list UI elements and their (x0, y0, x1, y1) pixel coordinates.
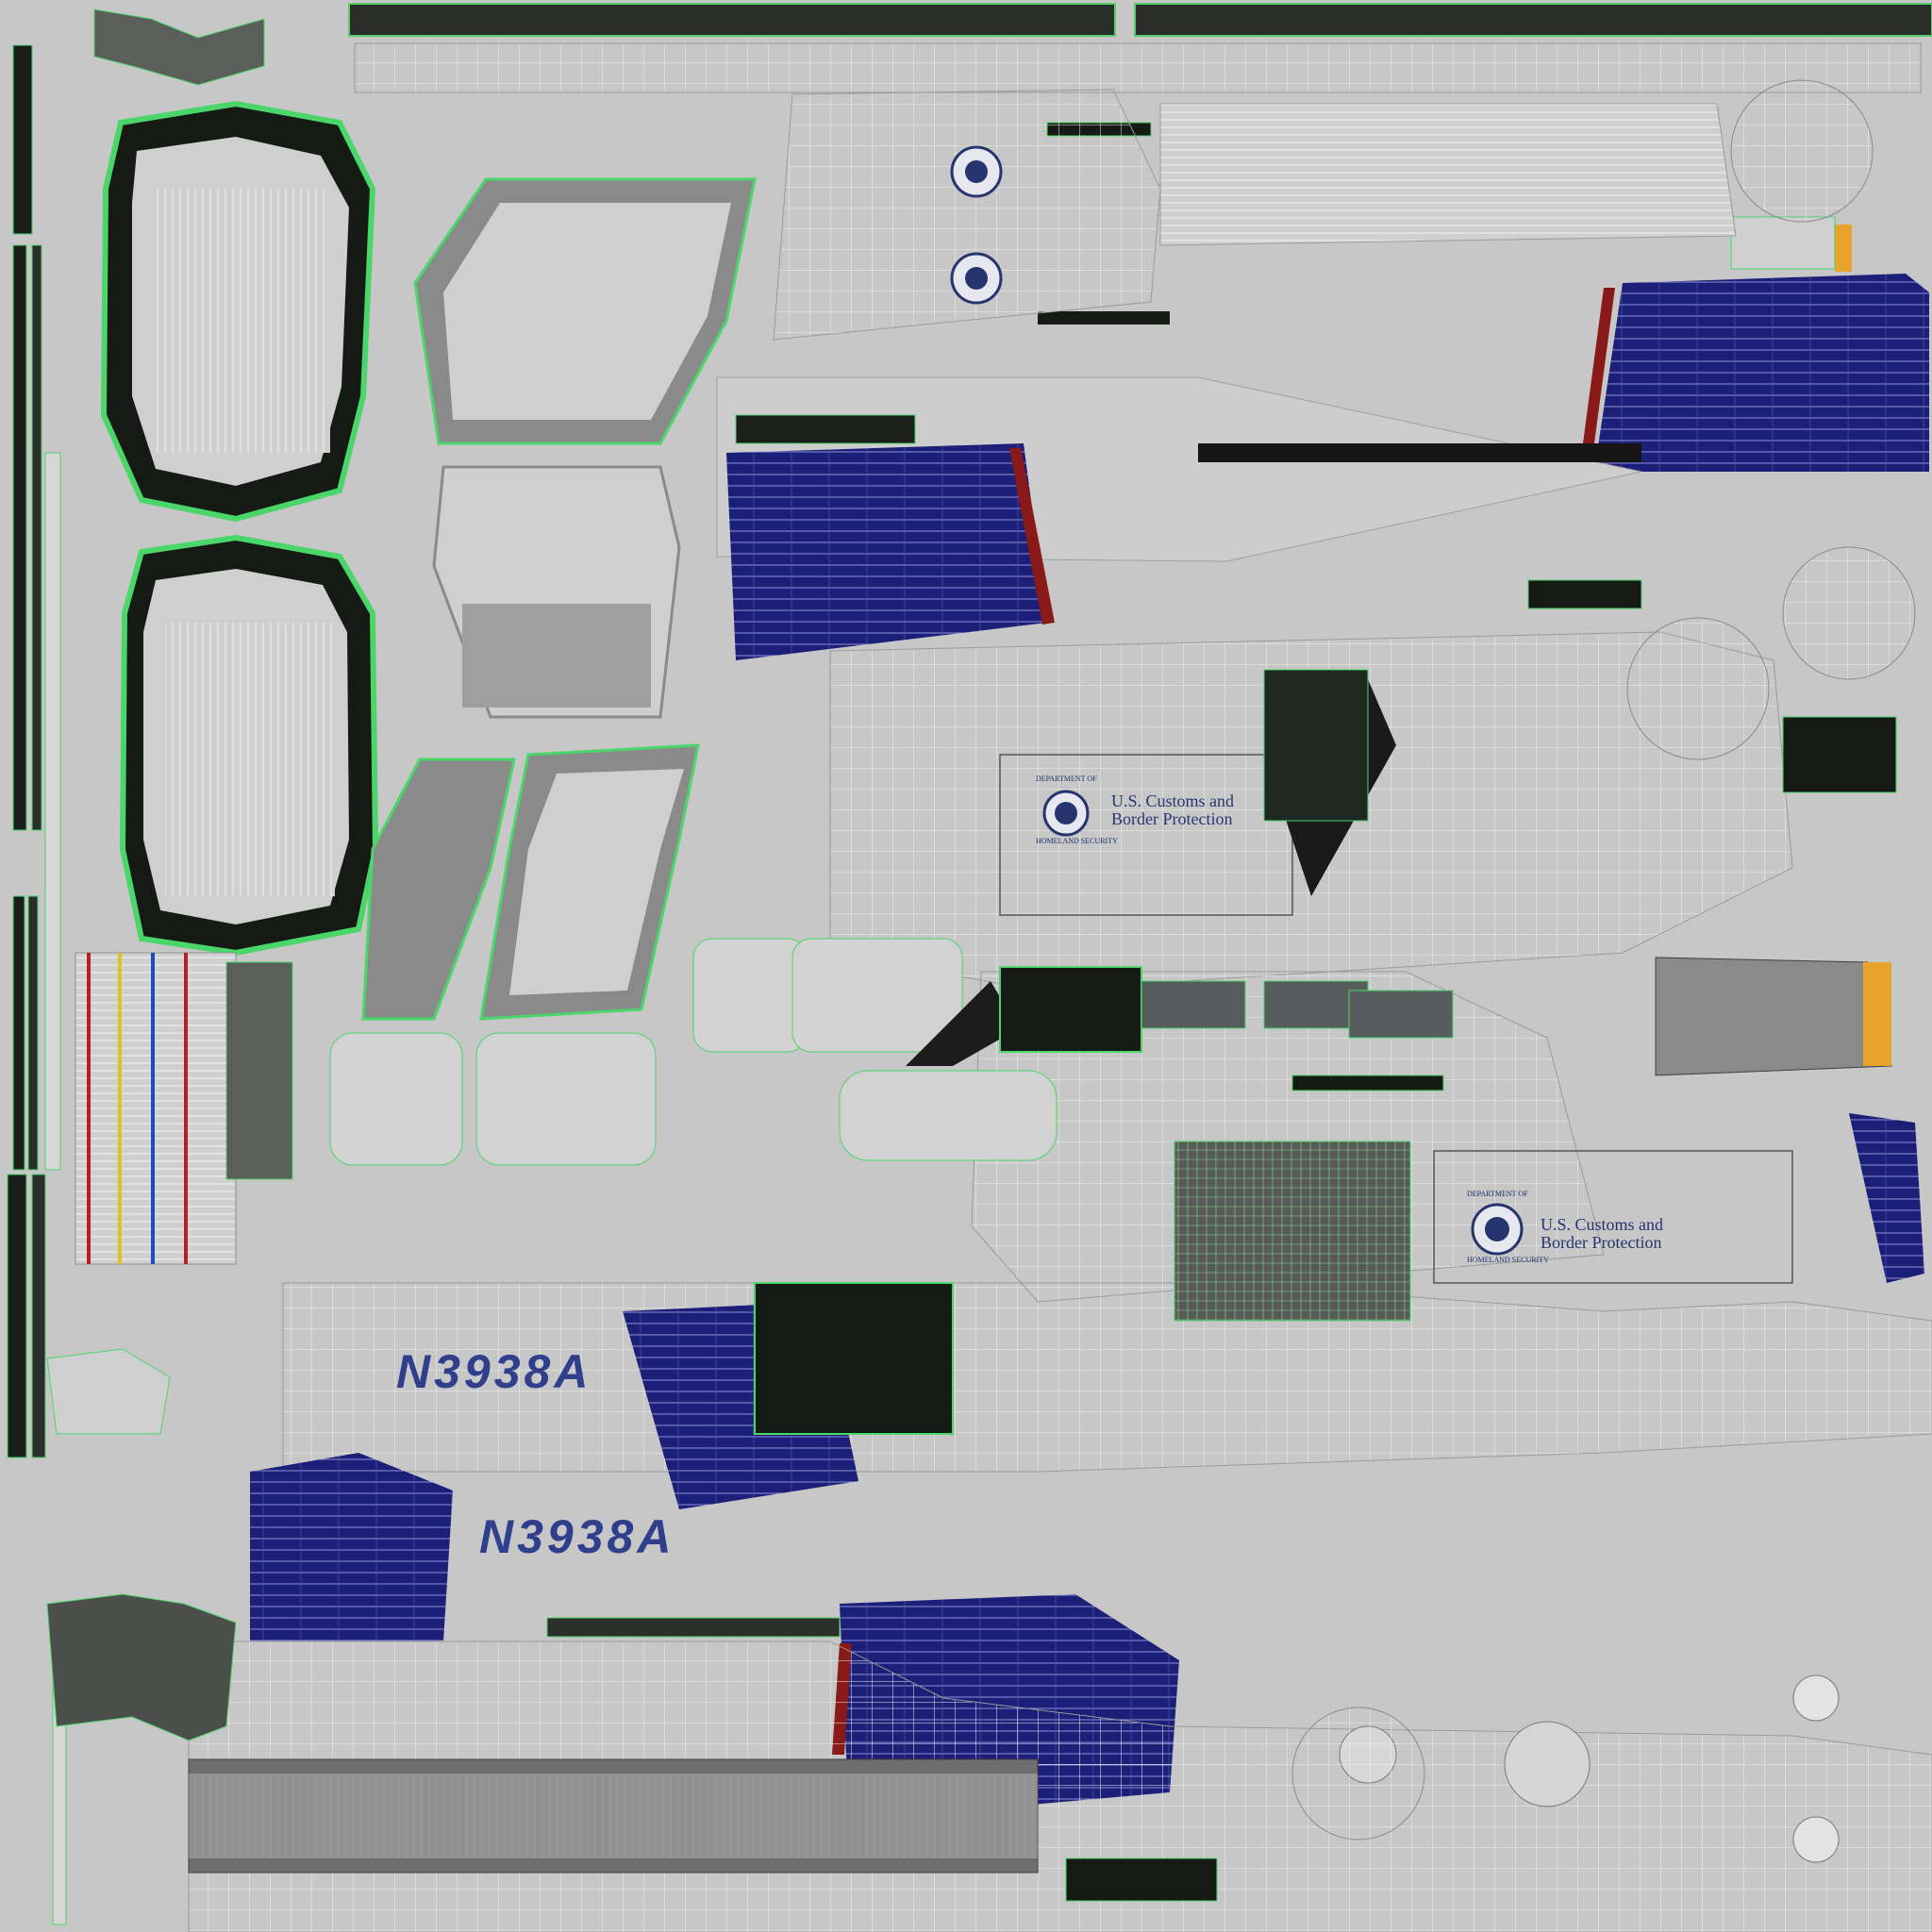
seal-bottom-text-lower: HOMELAND SECURITY (1467, 1256, 1549, 1264)
stripe-grid (75, 952, 293, 1265)
window-frame-left (413, 177, 757, 719)
window-frame-lower (361, 743, 700, 1021)
agency-wordmark-lower-line1: U.S. Customs and (1541, 1215, 1664, 1234)
left-strip-group (7, 44, 67, 1925)
fuselage-upper-panel (773, 89, 1737, 341)
seal-top-text-upper: DEPARTMENT OF (1036, 774, 1097, 783)
seal-emblem-small-a (950, 145, 1003, 198)
bottom-left-structures (46, 8, 265, 1741)
seal-emblem-small-b (950, 252, 1003, 305)
registration-lower: N3938A (479, 1510, 675, 1563)
top-strip (348, 3, 1932, 93)
agency-wordmark-upper: U.S. Customs and Border Protection (1111, 792, 1234, 828)
agency-wordmark-lower: U.S. Customs and Border Protection (1541, 1216, 1663, 1252)
seal-emblem-lower (1471, 1203, 1524, 1256)
fuselage-bottom (188, 1641, 1932, 1932)
agency-wordmark-lower-line2: Border Protection (1541, 1232, 1662, 1252)
seal-bottom-text-upper: HOMELAND SECURITY (1036, 837, 1118, 845)
circular-details (1291, 79, 1916, 1840)
door-frame-lower (119, 534, 379, 957)
cabin-windows (329, 938, 1058, 1166)
registration-upper: N3938A (396, 1345, 592, 1398)
seal-emblem-upper (1042, 790, 1090, 837)
agency-wordmark-upper-line1: U.S. Customs and (1111, 791, 1235, 810)
detail-clusters (546, 122, 1897, 1902)
seal-top-text-lower: DEPARTMENT OF (1467, 1190, 1528, 1198)
agency-wordmark-upper-line2: Border Protection (1111, 808, 1233, 828)
livery-panel-center (726, 414, 1055, 660)
door-frame-upper (100, 100, 376, 523)
nacelle-panel (1655, 216, 1892, 1076)
